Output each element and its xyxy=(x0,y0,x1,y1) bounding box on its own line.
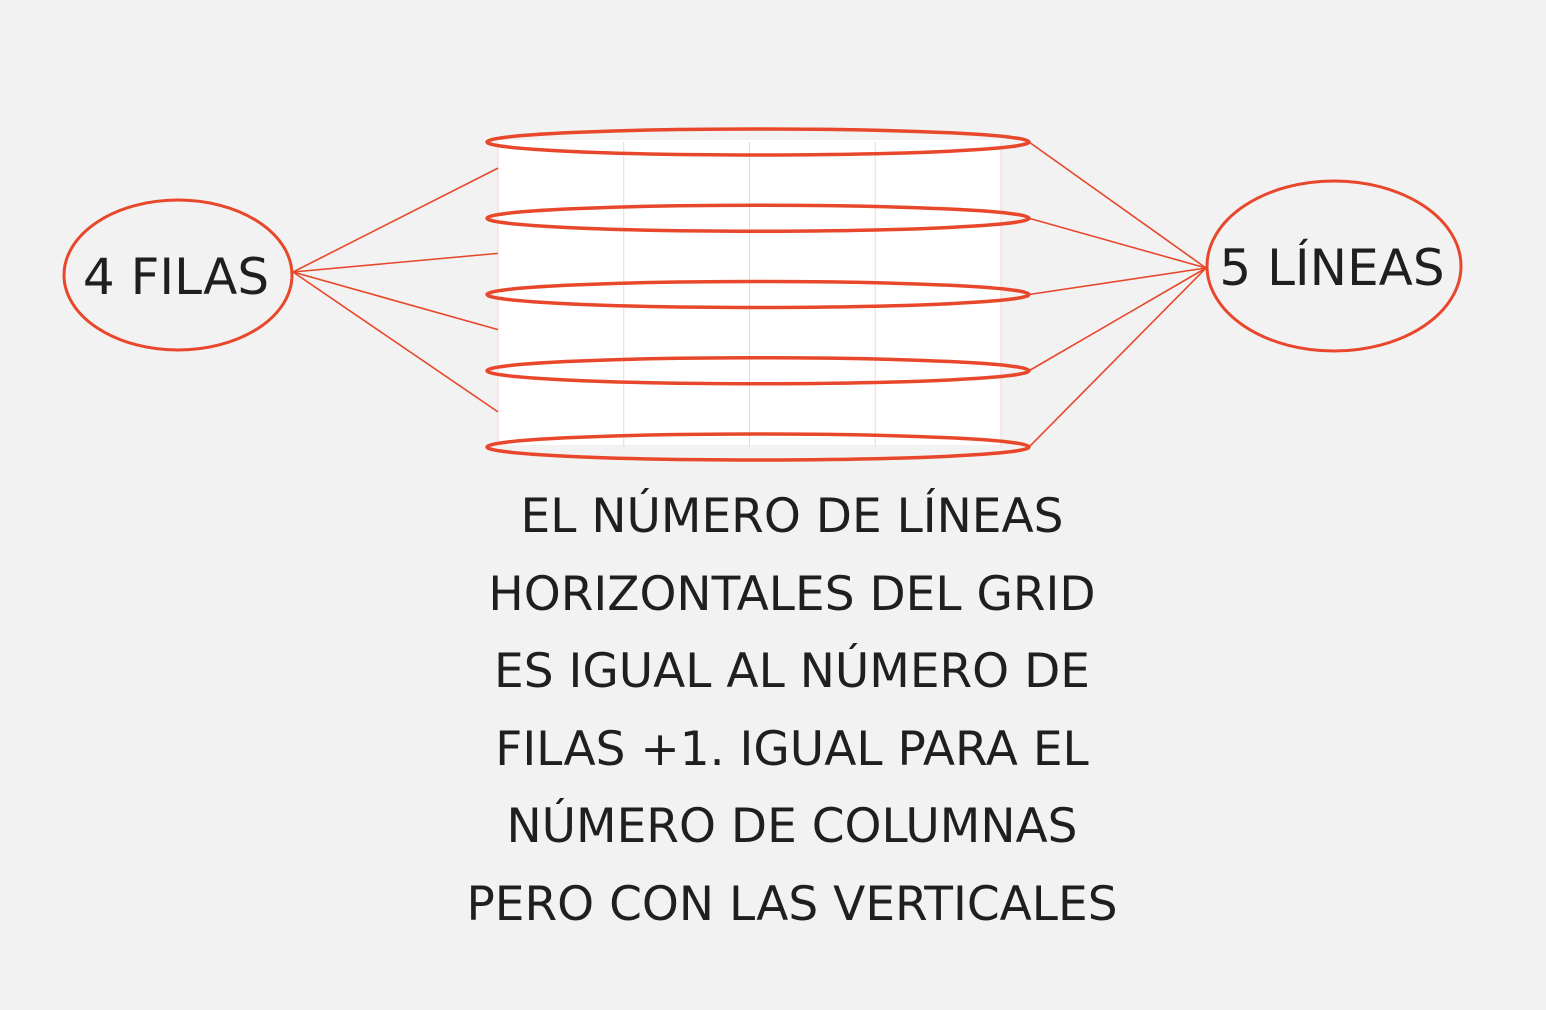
explanation-line: PERO CON LAS VERTICALES xyxy=(466,876,1118,932)
rows-bubble-label: 4 FILAS xyxy=(83,248,269,306)
horizontal-line-ellipse xyxy=(485,432,1031,462)
rows-bubble xyxy=(62,198,294,352)
connector-lines xyxy=(292,141,1207,448)
explanation-line: EL NÚMERO DE LÍNEAS xyxy=(520,489,1064,544)
line-connector-line xyxy=(1028,267,1207,448)
explanation-line: NÚMERO DE COLUMNAS xyxy=(506,799,1078,854)
explanation-line: HORIZONTALES DEL GRID xyxy=(488,566,1096,622)
horizontal-line-ellipse xyxy=(485,356,1031,386)
line-connector-line xyxy=(1028,267,1207,372)
row-connector-line xyxy=(292,271,499,413)
row-connector-line xyxy=(292,167,499,273)
horizontal-line-ellipse xyxy=(485,203,1031,233)
line-connector-line xyxy=(1028,267,1207,296)
grid-column-lines xyxy=(497,142,1002,447)
lines-bubble-label: 5 LÍNEAS xyxy=(1219,238,1444,297)
horizontal-line-ellipse xyxy=(485,127,1031,157)
row-connector-line xyxy=(292,271,499,331)
horizontal-line-ellipse xyxy=(485,279,1031,310)
line-connector-line xyxy=(1028,217,1207,269)
lines-bubble xyxy=(1205,179,1463,353)
explanation-text: EL NÚMERO DE LÍNEAS HORIZONTALES DEL GRI… xyxy=(392,478,1192,943)
row-connector-line xyxy=(292,252,499,273)
horizontal-line-highlights xyxy=(485,127,1031,462)
explanation-line: FILAS +1. IGUAL PARA EL xyxy=(495,721,1089,777)
line-connector-line xyxy=(1028,141,1207,269)
explanation-line: ES IGUAL AL NÚMERO DE xyxy=(494,644,1090,699)
